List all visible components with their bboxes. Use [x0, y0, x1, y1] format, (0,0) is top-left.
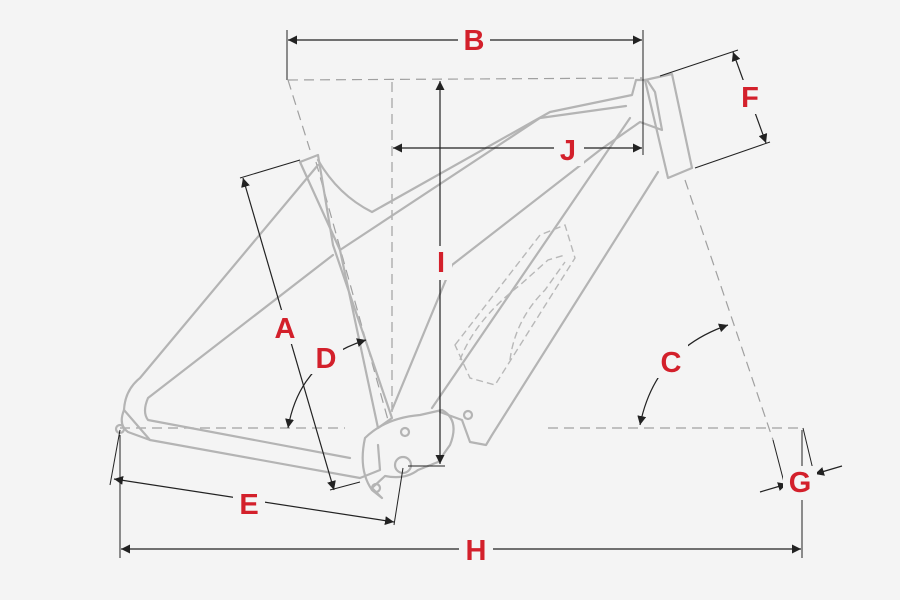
label-e: E — [239, 489, 258, 521]
dimension-labels: A B C D E F G H I J — [233, 24, 817, 567]
seat-stay — [122, 163, 382, 480]
top-tube — [316, 78, 664, 412]
rear-dropout — [120, 408, 152, 442]
down-tube — [430, 116, 660, 447]
label-f: F — [741, 82, 759, 114]
bike-frame — [114, 72, 694, 500]
label-i: I — [437, 247, 445, 279]
label-a: A — [275, 313, 296, 345]
battery-outline — [454, 224, 576, 386]
label-b: B — [464, 25, 485, 57]
label-j: J — [560, 135, 576, 167]
label-g: G — [789, 467, 812, 499]
label-d: D — [316, 343, 337, 375]
label-c: C — [661, 347, 682, 379]
head-tube — [643, 72, 694, 180]
label-h: H — [466, 535, 487, 567]
construction-lines — [120, 77, 803, 441]
